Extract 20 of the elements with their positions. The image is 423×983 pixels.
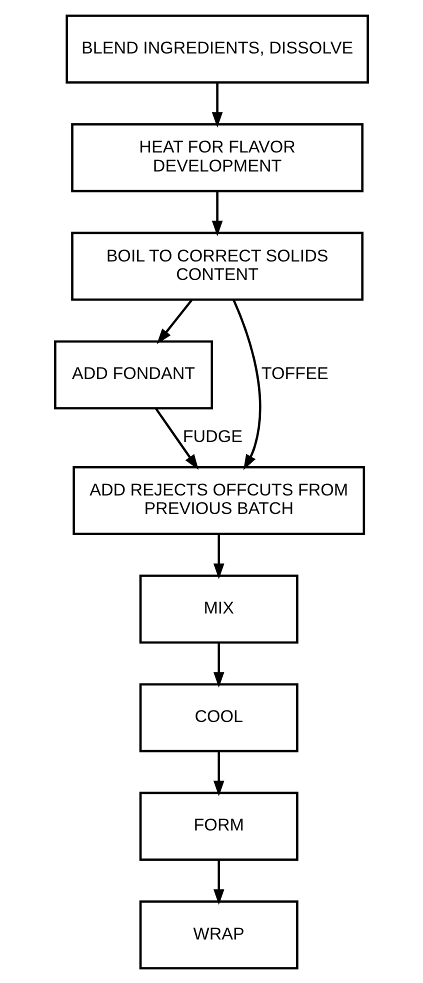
node-box: FORM	[139, 791, 298, 860]
arrow	[213, 751, 224, 796]
arrow	[232, 299, 262, 470]
node-box: HEAT FOR FLAVOR DEVELOPMENT	[71, 122, 364, 192]
arrow	[212, 190, 223, 236]
node-box: MIX	[139, 574, 298, 644]
edge-label: FUDGE	[182, 426, 242, 446]
node-box: ADD FONDANT	[54, 340, 214, 409]
arrow	[155, 407, 199, 470]
edge-label: TOFFEE	[261, 364, 328, 383]
node-box: BOIL TO CORRECT SOLIDS CONTENT	[71, 231, 364, 300]
arrow	[213, 642, 224, 688]
node-box: COOL	[139, 682, 298, 752]
node-box: BLEND INGREDIENTS, DISSOLVE	[66, 14, 369, 84]
arrow	[213, 860, 224, 904]
arrow	[156, 298, 193, 344]
node-box: WRAP	[139, 900, 298, 969]
node-box: ADD REJECTS OFFCUTS FROM PREVIOUS BATCH	[72, 466, 366, 535]
arrow	[213, 534, 224, 579]
arrow	[212, 82, 223, 128]
